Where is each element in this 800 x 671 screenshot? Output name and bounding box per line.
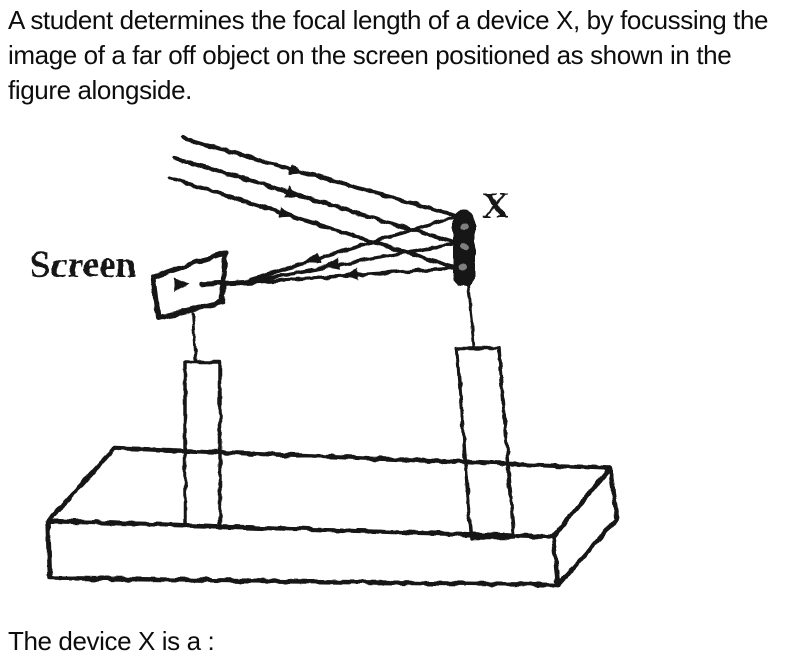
question-text: A student determines the focal length of… [8, 5, 769, 105]
arrowhead-icon [342, 267, 359, 280]
optical-bench [45, 445, 620, 588]
arrowhead-icon [288, 162, 306, 175]
arrowhead-icon [323, 257, 341, 270]
image-arrow [173, 278, 255, 292]
reflected-ray [238, 241, 459, 285]
screen-stand [183, 311, 222, 528]
screen-stand-rod [191, 311, 198, 364]
bench-front-face [45, 518, 561, 588]
reflected-rays [238, 214, 459, 285]
device-stand-post [455, 346, 516, 540]
screen-label: Screen [30, 245, 137, 286]
device-stand [455, 282, 516, 540]
reflected-ray [238, 214, 459, 285]
arrowhead-icon [303, 251, 321, 264]
incident-rays [167, 135, 460, 271]
optics-figure: Screen X [30, 135, 620, 588]
question-prompt: The device X is a : [8, 626, 215, 656]
arrowhead-icon [278, 206, 296, 219]
screen-stand-post [183, 360, 222, 528]
image-arrow-shaft [198, 279, 255, 287]
arrowhead-icon [173, 278, 190, 292]
device-x-label: X [482, 185, 509, 227]
device-x [453, 210, 475, 286]
screen-board [150, 250, 228, 321]
device-stand-rod [466, 282, 476, 350]
device-x-texture [459, 223, 469, 270]
arrowhead-icon [285, 185, 303, 198]
incident-ray [179, 135, 460, 219]
